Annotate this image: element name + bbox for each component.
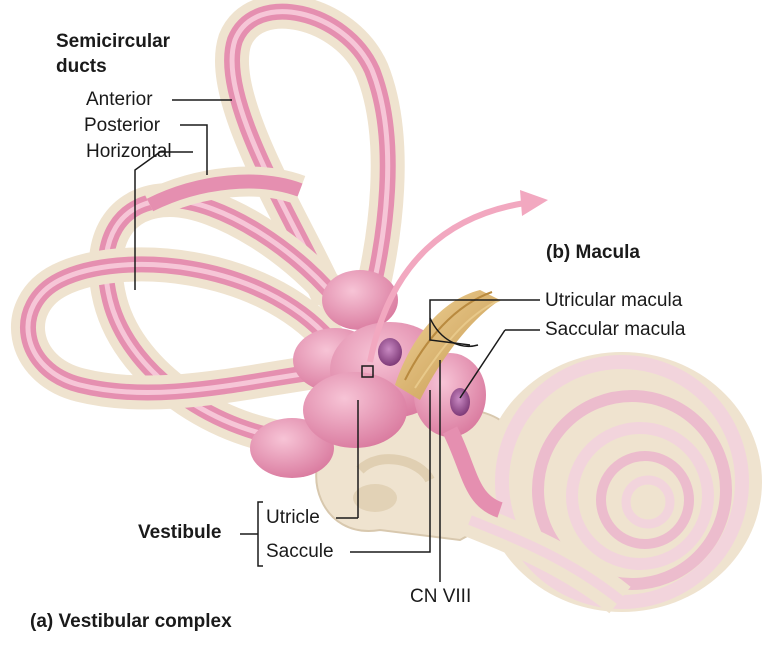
semicircular-ducts-label-line2: ducts [56,56,107,77]
vestibule-label: Vestibule [138,522,222,543]
saccular-macula-label: Saccular macula [545,319,686,340]
macula-panel-label: (b) Macula [546,242,640,263]
cn-viii-label: CN VIII [410,586,472,607]
saccule-label: Saccule [266,541,334,562]
posterior-label: Posterior [84,115,161,136]
vestibular-complex-label: (a) Vestibular complex [30,611,232,632]
horizontal-label: Horizontal [86,141,172,162]
macula-pointer-arrow [367,190,548,363]
leader-lines [134,99,540,582]
utricular-macula-label: Utricular macula [545,290,683,311]
utricle-label: Utricle [266,507,320,528]
cn-viii-nerve [395,290,501,400]
macula-detail-box [361,365,374,378]
semicircular-ducts-label-line1: Semicircular [56,31,171,52]
utricular-macula [378,338,402,366]
saccular-macula [450,388,470,416]
anterior-label: Anterior [86,89,153,110]
cochlea [463,352,762,614]
semicircular-ducts [11,0,405,457]
